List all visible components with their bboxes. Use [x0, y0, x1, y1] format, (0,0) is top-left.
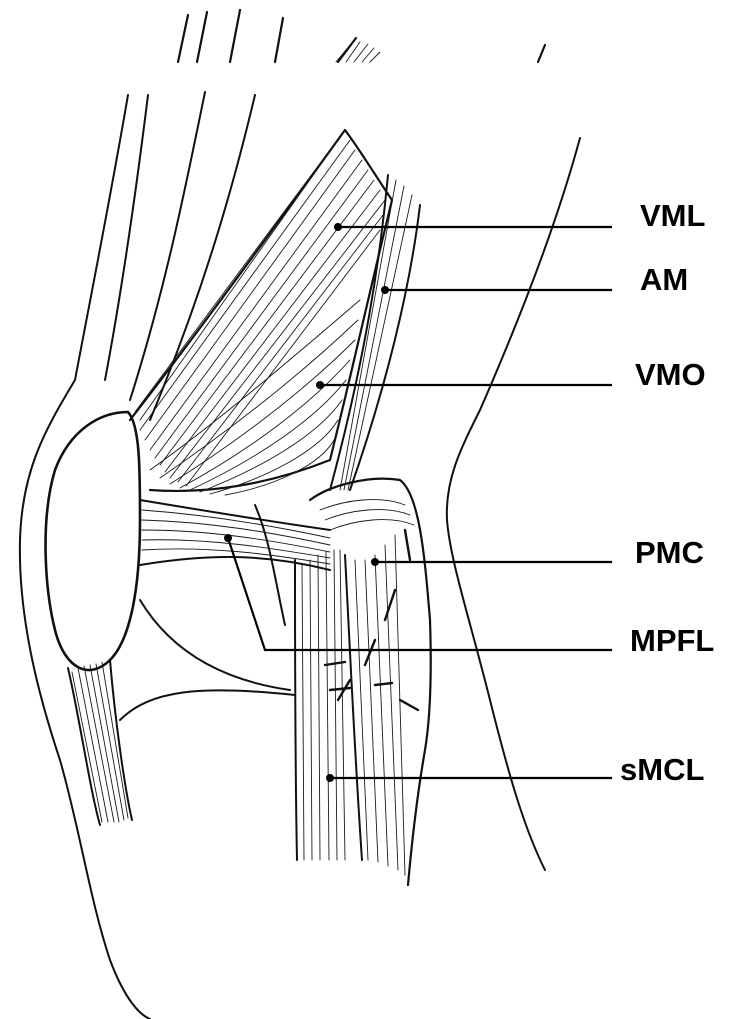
adductor-magnus-tendon: [330, 175, 420, 490]
label-vml: VML: [640, 198, 705, 233]
leader-lines: [228, 227, 612, 778]
leader-dots: [224, 223, 389, 782]
label-pmc: PMC: [635, 535, 704, 570]
label-smcl: sMCL: [620, 752, 704, 787]
joint-contours: [120, 505, 295, 720]
label-vmo: VMO: [635, 357, 706, 392]
patellar-tendon: [68, 660, 132, 825]
mcl-complex: [295, 479, 431, 885]
top-fiber-stubs: [336, 42, 380, 62]
label-mpfl: MPFL: [630, 623, 714, 658]
structure-labels: VML AM VMO PMC MPFL sMCL: [620, 198, 714, 787]
label-am: AM: [640, 262, 688, 297]
top-tendon-stubs: [178, 10, 545, 62]
outer-contours: [20, 92, 580, 1019]
patella: [46, 412, 140, 670]
vastus-medialis-muscle: [130, 130, 392, 495]
